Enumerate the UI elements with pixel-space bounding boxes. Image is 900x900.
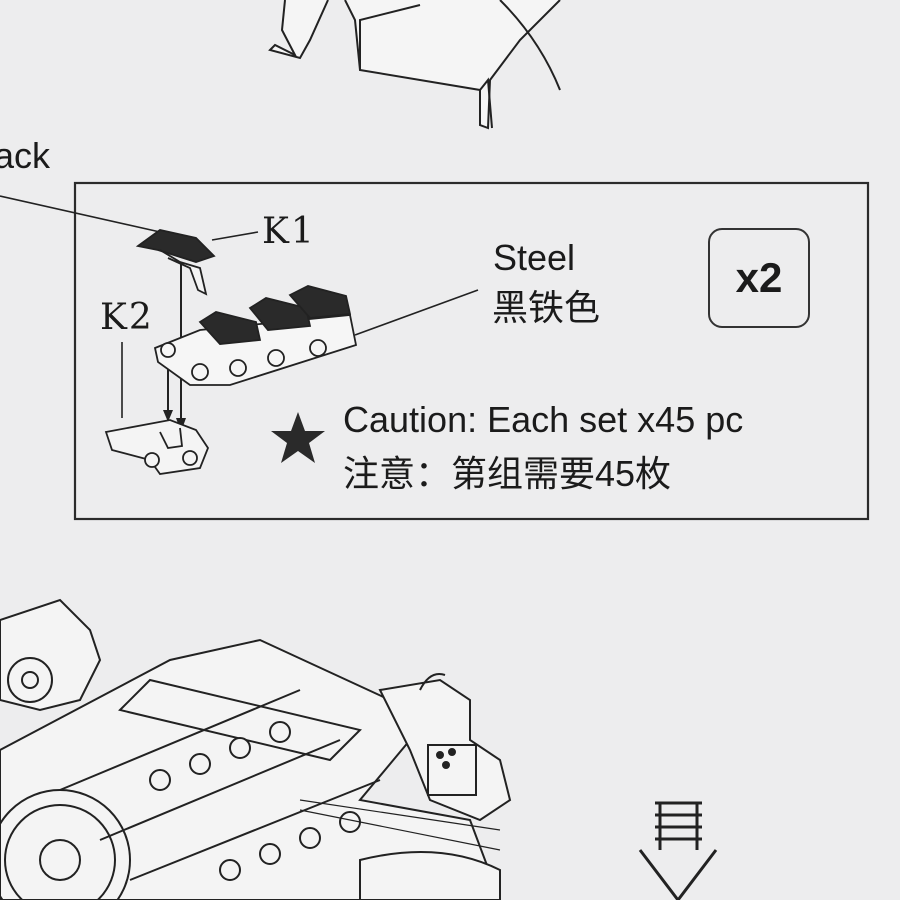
track-label: ack	[0, 135, 51, 176]
k1-leader-line	[211, 231, 259, 241]
track-leader-line	[0, 195, 161, 233]
down-arrow-icon	[638, 801, 718, 900]
k2-part-drawing	[104, 419, 210, 475]
material-label-en: Steel	[493, 237, 576, 278]
caution-text-cn: 注意：第组需要45枚	[343, 453, 672, 494]
fender-drawing	[268, 0, 561, 130]
star-icon	[271, 412, 325, 463]
part-k2-label: K2	[100, 297, 154, 338]
material-label-cn: 黑铁色	[492, 287, 601, 328]
k1-part-drawing	[135, 229, 216, 296]
part-k1-label: K1	[262, 211, 316, 252]
chassis-drawing	[0, 598, 512, 900]
caution-panel-frame	[73, 181, 870, 521]
caution-text-en: Caution: Each set x45 pc	[343, 399, 744, 440]
quantity-badge: x2	[708, 228, 810, 328]
steel-leader-line	[354, 289, 479, 336]
assembled-track-drawing	[153, 285, 358, 386]
